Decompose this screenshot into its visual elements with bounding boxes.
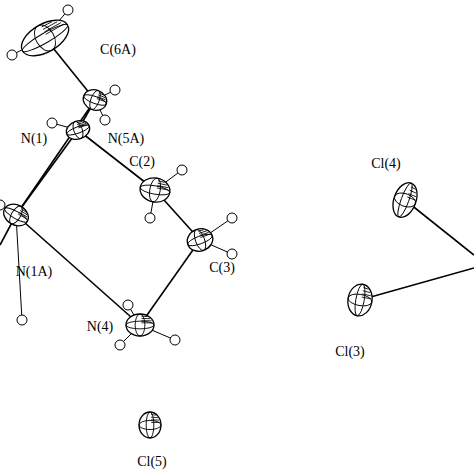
octant-hatch: [363, 288, 368, 290]
octant-hatch: [141, 316, 147, 317]
octant-hatch: [408, 194, 416, 197]
principal-ellipse: [353, 284, 367, 317]
principal-ellipse: [126, 321, 154, 329]
atom-label: C(3): [209, 261, 235, 275]
atom-ellipsoid: [64, 117, 93, 142]
atom-label: Cl(5): [137, 455, 167, 469]
octant-hatch: [151, 422, 160, 423]
atom-label: N(1A): [16, 265, 53, 279]
hydrogen-atom: [47, 118, 57, 128]
hydrogen-atom: [115, 340, 125, 350]
atom-ellipsoid: [126, 314, 154, 336]
octant-hatch: [158, 181, 165, 183]
atom-ellipsoid: [80, 86, 109, 113]
ellipsoid-outline: [139, 412, 161, 438]
ellipsoid-outline: [345, 282, 374, 318]
ellipsoid-outline: [184, 225, 216, 255]
octant-hatch: [77, 122, 84, 125]
principal-ellipse: [135, 314, 145, 336]
hydrogen-atom: [170, 335, 180, 345]
atom-label: N(5A): [108, 132, 145, 146]
atom-label: Cl(4): [371, 157, 401, 171]
atom-ellipsoid: [389, 179, 422, 220]
principal-ellipse: [30, 21, 60, 54]
octant-hatch: [20, 210, 27, 214]
hydrogen-atom: [63, 5, 73, 15]
octant-hatch: [151, 414, 156, 416]
atom-ellipsoid: [15, 13, 74, 63]
octant-hatch: [42, 21, 52, 27]
atom-ellipsoid: [0, 200, 32, 230]
octant-hatch: [77, 121, 82, 123]
octant-hatch: [98, 95, 105, 98]
principal-ellipse: [146, 412, 154, 438]
principal-ellipse: [139, 420, 161, 429]
atom-ellipsoid: [184, 225, 216, 255]
ellipsoid-outline: [64, 117, 93, 142]
hydrogen-atom: [227, 249, 237, 259]
octant-hatch: [141, 322, 152, 323]
principal-ellipse: [393, 190, 418, 209]
octant-hatch: [410, 190, 417, 193]
octant-hatch: [99, 93, 104, 95]
hydrogen-atom: [7, 50, 17, 60]
octant-hatch: [157, 188, 169, 190]
octant-hatch: [21, 209, 26, 212]
octant-hatch: [362, 297, 371, 299]
principal-ellipse: [20, 21, 70, 55]
octant-hatch: [198, 229, 204, 231]
ellipsoid-outline: [138, 176, 172, 205]
principal-ellipse: [71, 120, 85, 140]
octant-hatch: [407, 197, 415, 200]
octant-hatch: [362, 294, 371, 296]
atom-label: N(4): [87, 320, 113, 334]
atom-ellipsoid: [345, 282, 374, 318]
ellipsoid-outline: [126, 314, 154, 336]
h-bonds: [0, 10, 232, 345]
principal-ellipse: [83, 93, 108, 108]
octant-hatch: [363, 291, 370, 293]
hydrogen-atom: [17, 315, 27, 325]
octant-hatch: [158, 183, 167, 185]
hydrogen-atom: [123, 300, 133, 310]
octant-hatch: [141, 320, 151, 321]
principal-ellipse: [192, 228, 208, 252]
hydrogen-atom: [227, 213, 237, 223]
atom-ellipsoid: [139, 412, 161, 438]
octant-hatch: [411, 187, 416, 189]
ellipsoid-outline: [80, 86, 109, 113]
atom-ellipsoid: [138, 176, 172, 205]
ellipsoid-outline: [0, 200, 32, 230]
atom-label: N(1): [21, 132, 47, 146]
octant-hatch: [157, 186, 168, 188]
bonds: [0, 38, 474, 325]
principal-ellipse: [139, 183, 170, 196]
atoms: [0, 13, 421, 438]
atom-label: C(2): [129, 155, 155, 169]
atom-label: C(6A): [100, 43, 136, 57]
atom-label: Cl(3): [335, 345, 365, 359]
ellipsoid-outline: [389, 179, 422, 220]
principal-ellipse: [7, 204, 25, 226]
hydrogen-atoms: [0, 5, 237, 350]
hydrogen-atom: [110, 85, 120, 95]
hydrogen-atom: [100, 115, 110, 125]
ellipsoid-outline: [15, 13, 74, 63]
hydrogen-atom: [177, 165, 187, 175]
principal-ellipse: [66, 123, 91, 137]
principal-ellipse: [395, 182, 415, 218]
octant-hatch: [151, 419, 159, 420]
octant-hatch: [141, 318, 150, 319]
principal-ellipse: [186, 232, 213, 248]
principal-ellipse: [347, 292, 373, 307]
hydrogen-atom: [145, 213, 155, 223]
octant-hatch: [151, 417, 158, 418]
